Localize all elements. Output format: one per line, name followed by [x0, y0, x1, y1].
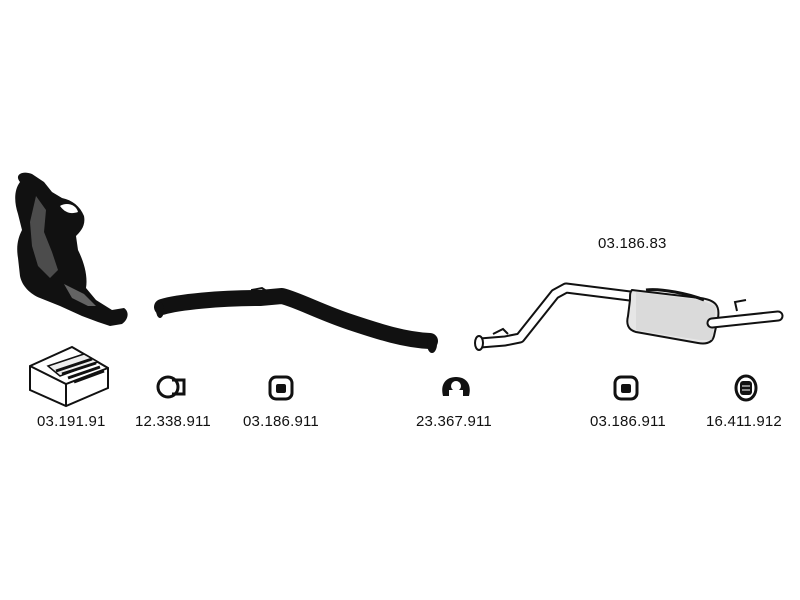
rubber-mount-icon: [613, 375, 639, 401]
part-number-clamp: 12.338.911: [135, 413, 211, 430]
gasket-clamp-icon: [442, 377, 470, 396]
clamp-icon: [156, 375, 186, 399]
rubber-mount-icon: [268, 375, 294, 401]
part-number-gasket-clamp: 23.367.911: [416, 413, 492, 430]
part-number-mounting-kit: 03.191.91: [37, 413, 106, 430]
part-number-rubber-mount-1: 03.186.911: [243, 413, 319, 430]
rubber-ring-icon: [734, 374, 758, 402]
rear-silencer-icon: [474, 282, 784, 351]
catalytic-converter-icon: [15, 172, 128, 326]
front-pipe-icon: [154, 286, 438, 353]
part-number-rubber-ring: 16.411.912: [706, 413, 782, 430]
part-number-rubber-mount-2: 03.186.911: [590, 413, 666, 430]
mounting-kit-icon: [29, 345, 109, 408]
part-number-rear-silencer: 03.186.83: [598, 235, 667, 252]
